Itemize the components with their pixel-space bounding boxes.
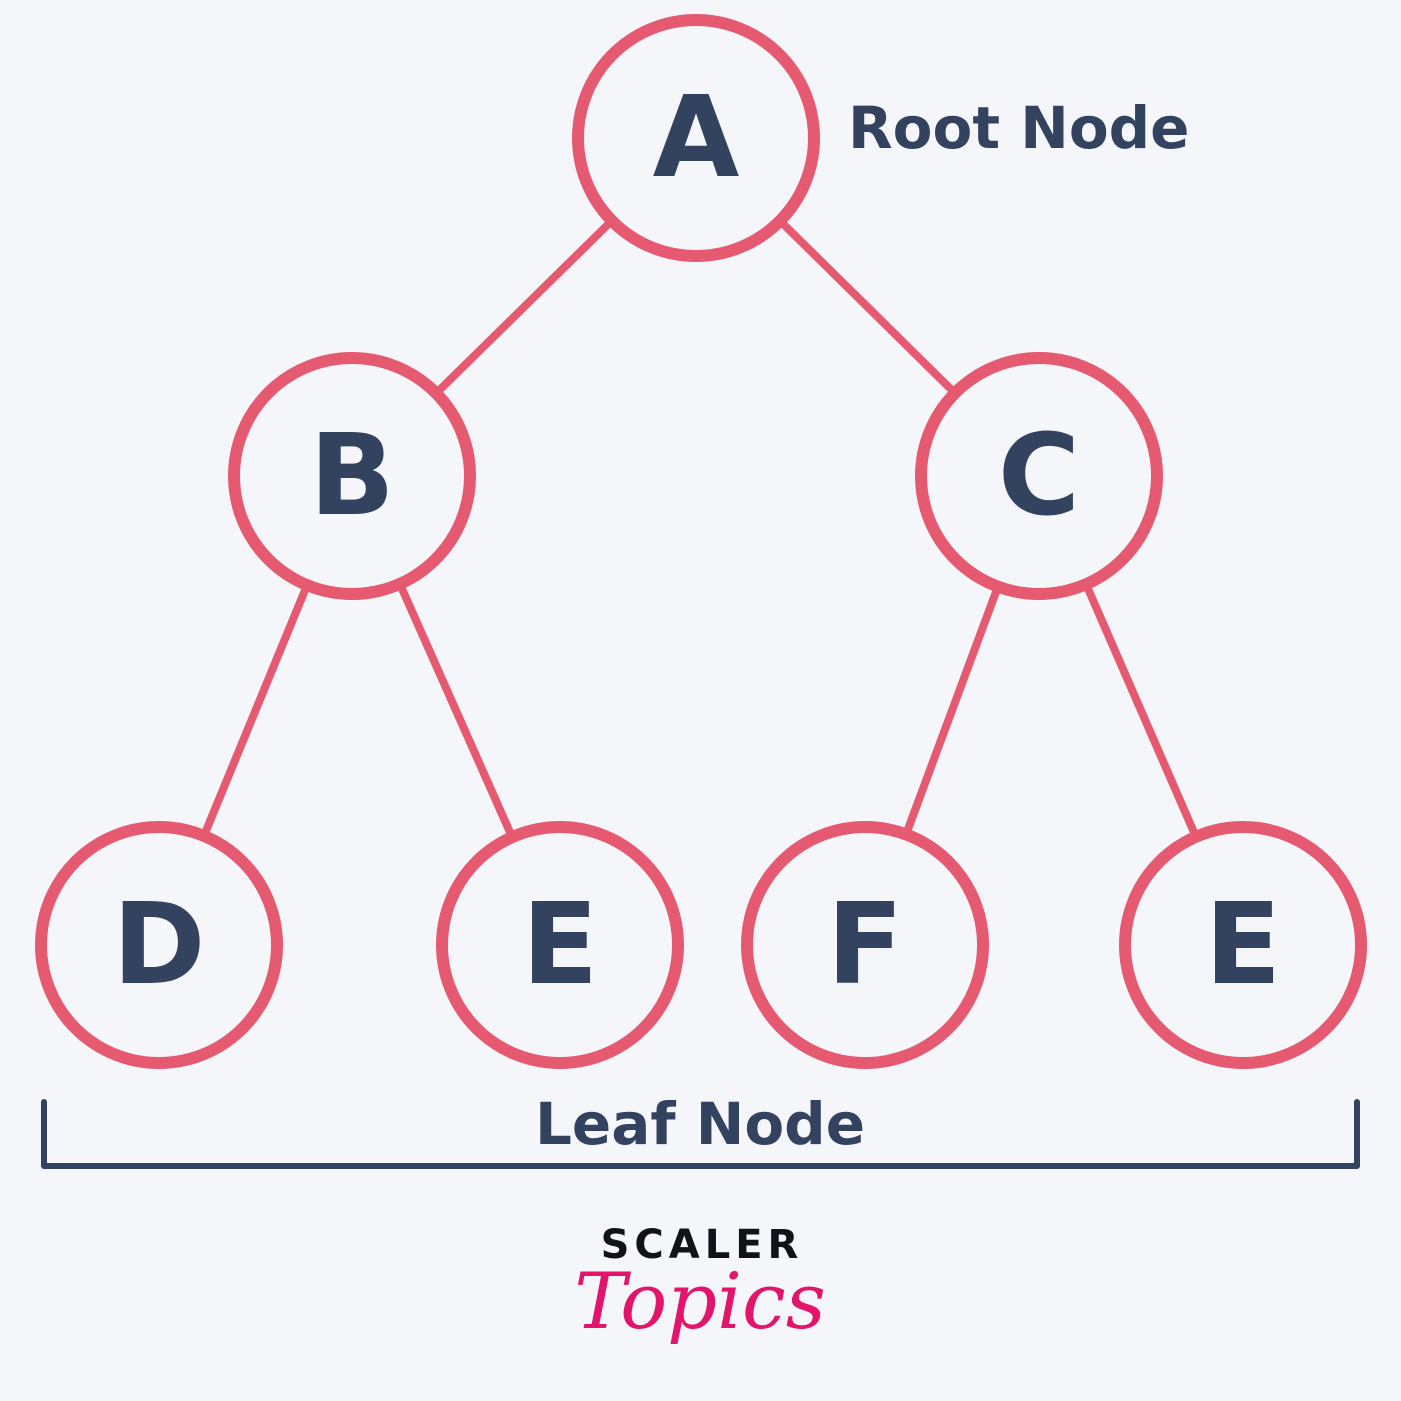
node-a-label: A [653, 73, 740, 203]
edge-c-e2 [1082, 582, 1200, 839]
tree-node-d: D [35, 821, 283, 1069]
tree-node-e-right: E [1119, 821, 1367, 1069]
node-f-circle [741, 821, 989, 1069]
edge-b-e1 [396, 582, 516, 839]
node-c-circle [915, 352, 1163, 600]
tree-node-a: A [572, 14, 820, 262]
node-e-right-circle [1119, 821, 1367, 1069]
node-f-label: F [827, 880, 904, 1010]
edge-b-d [200, 583, 311, 838]
node-e-left-label: E [522, 880, 599, 1010]
tree-node-c: C [915, 352, 1163, 600]
node-a-circle [572, 14, 820, 262]
root-node-annotation: Root Node [848, 94, 1190, 162]
edge-a-c [777, 217, 958, 397]
node-c-label: C [998, 411, 1080, 541]
node-d-circle [35, 821, 283, 1069]
brand-top-text: SCALER [601, 1222, 804, 1268]
tree-node-f: F [741, 821, 989, 1069]
tree-edges [200, 217, 1200, 839]
tree-node-b: B [228, 352, 476, 600]
node-b-label: B [309, 411, 394, 541]
node-b-circle [228, 352, 476, 600]
node-e-right-label: E [1205, 880, 1282, 1010]
edge-c-f [902, 585, 1002, 836]
leaf-node-annotation: Leaf Node [535, 1090, 865, 1158]
leaf-node-bracket [41, 1099, 1360, 1169]
node-e-left-circle [436, 821, 684, 1069]
brand-bottom-text: Topics [574, 1257, 826, 1347]
scaler-topics-logo: SCALER Topics [574, 1222, 826, 1347]
edge-a-b [433, 217, 615, 397]
node-d-label: D [113, 880, 206, 1010]
tree-node-e-left: E [436, 821, 684, 1069]
